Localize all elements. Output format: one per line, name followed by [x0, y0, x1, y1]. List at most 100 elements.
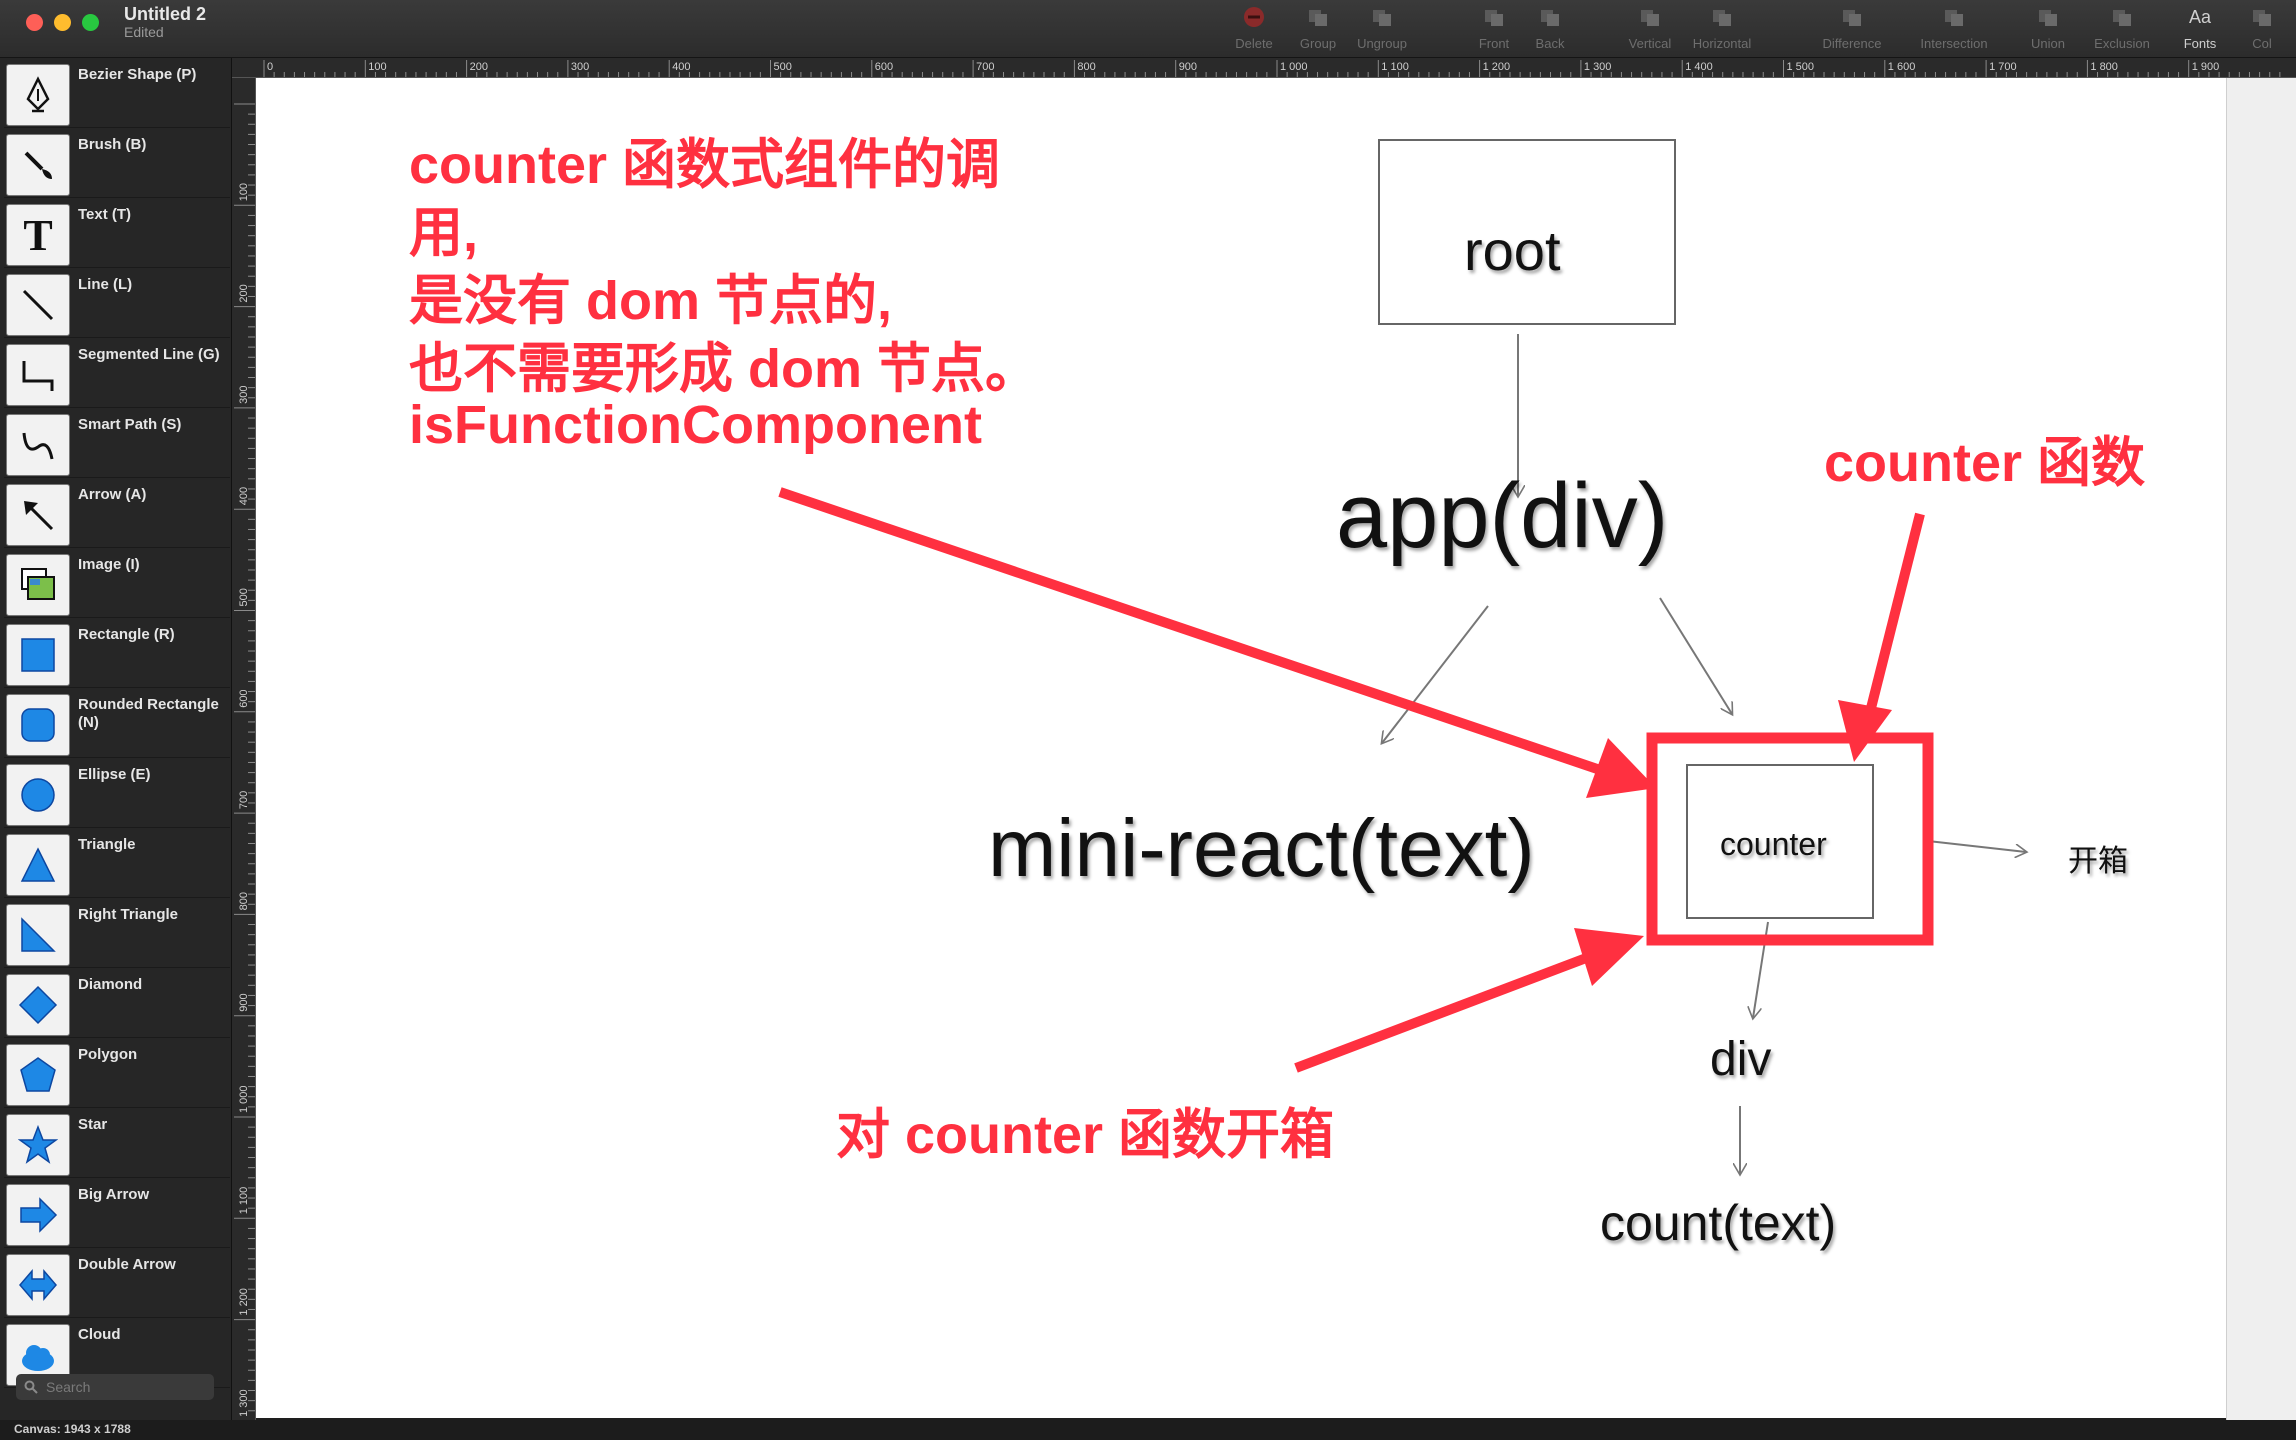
shape-tool-line[interactable]: Line (L)	[4, 270, 230, 338]
shape-tool-label: Right Triangle	[78, 906, 179, 923]
text-icon: T	[6, 204, 70, 266]
back-button[interactable]: Back	[1520, 2, 1580, 56]
back-icon	[1537, 4, 1563, 30]
ruler-v-label: 700	[238, 791, 250, 809]
shape-search-input[interactable]: Search	[16, 1374, 214, 1400]
canvas-scroll-gutter[interactable]	[2226, 78, 2296, 1420]
ruler-h-label: 400	[672, 61, 690, 73]
horizontal-button[interactable]: Horizontal	[1692, 2, 1752, 56]
div-node-label[interactable]: div	[1710, 1033, 1772, 1086]
horizontal-button-label: Horizontal	[1692, 36, 1752, 51]
ruler-v-label: 1 000	[238, 1085, 250, 1113]
double-arrow-icon	[6, 1254, 70, 1316]
unbox-node-label[interactable]: 开箱	[2068, 845, 2128, 878]
ruler-h-label: 1 100	[1381, 61, 1409, 73]
zoom-window-button[interactable]	[82, 14, 99, 31]
edge-app-minireact[interactable]	[1382, 605, 1489, 743]
close-window-button[interactable]	[26, 14, 43, 31]
shape-tool-triangle[interactable]: Triangle	[4, 830, 230, 898]
polygon-icon	[6, 1044, 70, 1106]
intersection-button[interactable]: Intersection	[1920, 2, 1988, 56]
exclusion-button[interactable]: Exclusion	[2092, 2, 2152, 56]
annotation-note-line-3: 是没有 dom 节点的,	[409, 271, 892, 331]
group-button[interactable]: Group	[1288, 2, 1348, 56]
align-horizontal-icon	[1709, 4, 1735, 30]
shape-tool-double-arrow[interactable]: Double Arrow	[4, 1250, 230, 1318]
shapes-sidebar: Bezier Shape (P)Brush (B)T Text (T) Line (…	[0, 58, 232, 1420]
annotation-note-line-2: 用,	[409, 203, 479, 263]
edge-app-counter[interactable]	[1659, 597, 1732, 714]
connector-layer	[256, 334, 2226, 1418]
group-button-label: Group	[1299, 36, 1337, 51]
ruler-h-label: 1 700	[1989, 61, 2017, 73]
minimize-window-button[interactable]	[54, 14, 71, 31]
big-arrow-icon	[6, 1184, 70, 1246]
front-icon	[1481, 4, 1507, 30]
annotation-note-line-1: counter 函数式组件的调	[409, 135, 1001, 195]
shape-tool-smart-path[interactable]: Smart Path (S)	[4, 410, 230, 478]
union-button-label: Union	[2031, 36, 2065, 51]
shape-tool-diamond[interactable]: Diamond	[4, 970, 230, 1038]
pen-icon	[6, 64, 70, 126]
edge-counter-unbox[interactable]	[1927, 840, 2026, 852]
ruler-h-label: 1 400	[1685, 61, 1713, 73]
brush-icon	[6, 134, 70, 196]
ruler-v-label: 800	[238, 892, 250, 910]
shape-tool-segmented-line[interactable]: Segmented Line (G)	[4, 340, 230, 408]
delete-button[interactable]: Delete	[1224, 2, 1284, 56]
ungroup-button[interactable]: Ungroup	[1352, 2, 1412, 56]
group-icon	[1305, 4, 1331, 30]
shape-tool-label: Triangle	[78, 836, 136, 853]
annotation-arrow-counter-function[interactable]	[1861, 512, 1925, 730]
count-node-label[interactable]: count(text)	[1600, 1195, 1837, 1251]
vertical-button[interactable]: Vertical	[1620, 2, 1680, 56]
mini-react-node-label[interactable]: mini-react(text)	[988, 803, 1535, 894]
app-node-label[interactable]: app(div)	[1336, 465, 1669, 567]
rectangle-icon	[6, 624, 70, 686]
shape-tool-bezier-shape[interactable]: Bezier Shape (P)	[4, 60, 230, 128]
ruler-v-label: 500	[238, 588, 250, 606]
exclusion-button-label: Exclusion	[2094, 36, 2150, 51]
shape-tool-star[interactable]: Star	[4, 1110, 230, 1178]
search-placeholder: Search	[46, 1379, 91, 1395]
ruler-h-label: 800	[1077, 61, 1095, 73]
ruler-h-label: 300	[571, 61, 589, 73]
col-button[interactable]: Col	[2232, 2, 2292, 56]
root-node-box[interactable]	[1378, 139, 1676, 325]
front-button[interactable]: Front	[1464, 2, 1524, 56]
intersection-icon	[1941, 4, 1967, 30]
shape-tool-brush[interactable]: Brush (B)	[4, 130, 230, 198]
colors-icon	[2249, 4, 2275, 30]
annotation-arrow-note[interactable]	[778, 487, 1614, 779]
difference-button[interactable]: Difference	[1822, 2, 1882, 56]
shape-tool-rectangle[interactable]: Rectangle (R)	[4, 620, 230, 688]
drawing-canvas[interactable]: root app(div) mini-react(text) counter 开…	[256, 78, 2226, 1418]
shape-tool-big-arrow[interactable]: Big Arrow	[4, 1180, 230, 1248]
shape-tool-label: Text (T)	[78, 206, 132, 223]
search-icon	[24, 1380, 38, 1394]
annotation-arrowhead-counter-function	[1838, 700, 1892, 762]
ruler-v-label: 1 200	[238, 1288, 250, 1316]
shape-tool-right-triangle[interactable]: Right Triangle	[4, 900, 230, 968]
shape-tool-text[interactable]: T Text (T)	[4, 200, 230, 268]
ellipse-icon	[6, 764, 70, 826]
right-triangle-icon	[6, 904, 70, 966]
segmented-line-icon	[6, 344, 70, 406]
col-button-label: Col	[2252, 36, 2272, 51]
counter-highlight-frame[interactable]	[1646, 732, 1934, 946]
ungroup-button-label: Ungroup	[1357, 36, 1407, 51]
shape-tool-rounded-rectangle[interactable]: Rounded Rectangle (N)	[4, 690, 230, 758]
shape-tool-arrow[interactable]: Arrow (A)	[4, 480, 230, 548]
union-button[interactable]: Union	[2018, 2, 2078, 56]
counter-node-box[interactable]	[1686, 764, 1874, 919]
shape-tool-image[interactable]: Image (I)	[4, 550, 230, 618]
ruler-v-label: 600	[238, 689, 250, 707]
annotation-arrow-unbox[interactable]	[1294, 947, 1604, 1073]
annotation-note-line-5: isFunctionComponent	[409, 395, 982, 455]
shape-tool-ellipse[interactable]: Ellipse (E)	[4, 760, 230, 828]
ruler-h-label: 1 800	[2090, 61, 2118, 73]
line-icon	[6, 274, 70, 336]
shape-tool-label: Big Arrow	[78, 1186, 150, 1203]
shape-tool-polygon[interactable]: Polygon	[4, 1040, 230, 1108]
